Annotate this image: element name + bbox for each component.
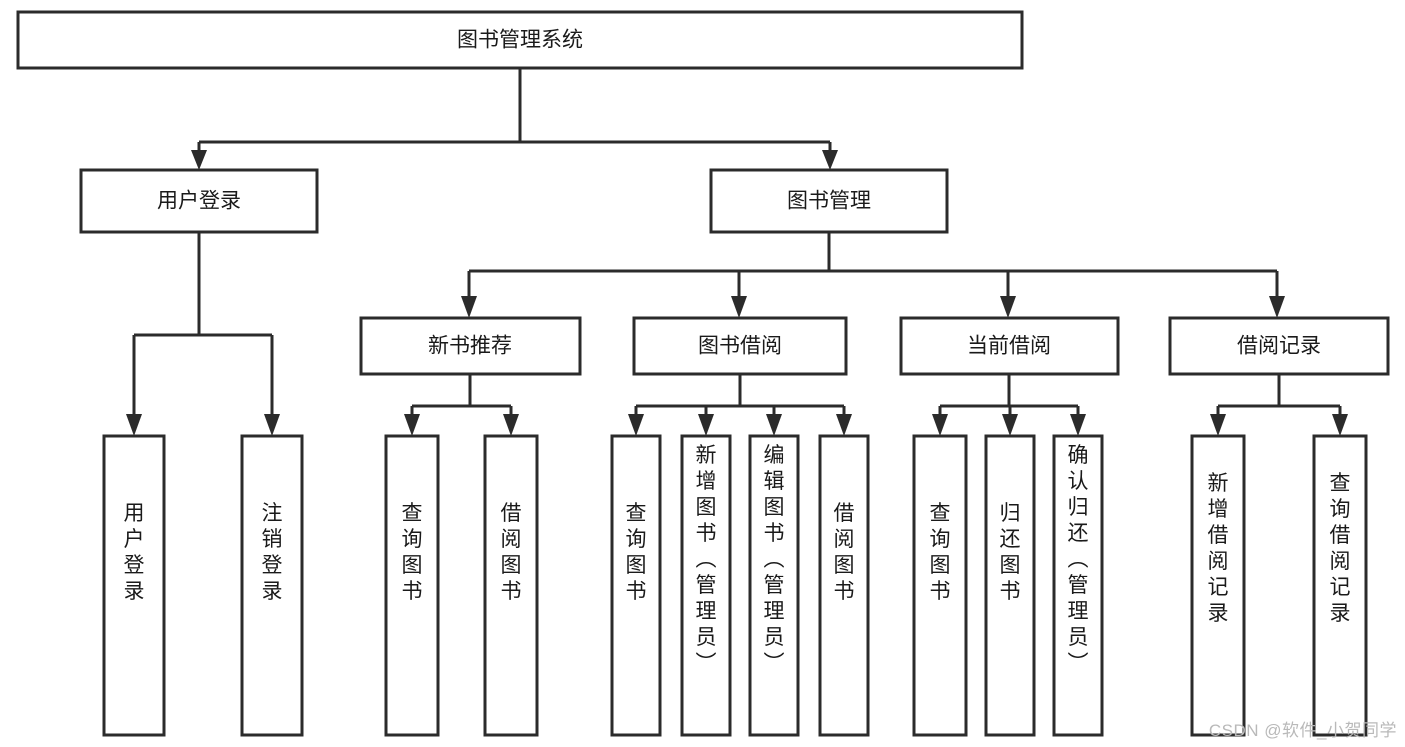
node-leaf-query-book-1-box[interactable] — [384, 434, 440, 737]
arrow-head-book-borrow — [731, 296, 747, 318]
arrow-head-leaf-borrow-book-2 — [836, 414, 852, 436]
node-leaf-borrow-book-2-label: 借阅图书 — [834, 502, 855, 603]
arrow-head-leaf-query-book-3 — [932, 414, 948, 436]
node-leaf-borrow-book-1-label: 借阅图书 — [501, 502, 522, 603]
node-root[interactable]: 图书管理系统 — [16, 10, 1024, 70]
node-root-label: 图书管理系统 — [457, 29, 583, 52]
node-book-borrow-box[interactable] — [632, 316, 848, 376]
node-leaf-add-book-label: 新增图书︵管理员︶ — [696, 444, 717, 675]
node-borrow-record-label: 借阅记录 — [1237, 335, 1321, 358]
node-leaf-return-book[interactable]: 归还图书 — [984, 434, 1036, 737]
node-user-login[interactable]: 用户登录 — [79, 168, 319, 234]
node-borrow-record[interactable]: 借阅记录 — [1168, 316, 1390, 376]
node-leaf-add-book[interactable]: 新增图书︵管理员︶ — [680, 434, 732, 737]
node-leaf-user-logout[interactable]: 注销登录 — [240, 434, 304, 737]
arrow-head-leaf-add-record — [1210, 414, 1226, 436]
node-leaf-user-logout-box[interactable] — [240, 434, 304, 737]
node-leaf-borrow-book-2[interactable]: 借阅图书 — [818, 434, 870, 737]
node-leaf-query-record-box[interactable] — [1312, 434, 1368, 737]
node-leaf-query-book-2-box[interactable] — [610, 434, 662, 737]
node-leaf-borrow-book-1[interactable]: 借阅图书 — [483, 434, 539, 737]
arrow-head-leaf-query-book-2 — [628, 414, 644, 436]
node-leaf-query-book-2[interactable]: 查询图书 — [610, 434, 662, 737]
arrow-head-leaf-add-book — [698, 414, 714, 436]
node-leaf-borrow-book-2-box[interactable] — [818, 434, 870, 737]
node-leaf-user-login-label: 用户登录 — [124, 502, 145, 603]
node-leaf-query-book-3[interactable]: 查询图书 — [912, 434, 968, 737]
node-book-manage-box[interactable] — [709, 168, 949, 234]
connector-layer — [126, 68, 1348, 436]
arrow-head-leaf-return-book — [1002, 414, 1018, 436]
arrow-head-leaf-confirm-return — [1070, 414, 1086, 436]
node-leaf-add-record[interactable]: 新增借阅记录 — [1190, 434, 1246, 737]
node-leaf-confirm-return-box[interactable] — [1052, 434, 1104, 737]
node-root-box[interactable] — [16, 10, 1024, 70]
arrow-head-leaf-edit-book — [766, 414, 782, 436]
node-book-manage-label: 图书管理 — [787, 190, 871, 213]
arrow-head-leaf-query-record — [1332, 414, 1348, 436]
arrow-head-user-login — [191, 150, 207, 170]
node-user-login-box[interactable] — [79, 168, 319, 234]
node-book-borrow-label: 图书借阅 — [698, 335, 782, 358]
node-borrow-record-box[interactable] — [1168, 316, 1390, 376]
node-leaf-borrow-book-1-box[interactable] — [483, 434, 539, 737]
node-leaf-query-book-1[interactable]: 查询图书 — [384, 434, 440, 737]
node-current-borrow-label: 当前借阅 — [967, 335, 1051, 358]
node-leaf-confirm-return-label: 确认归还︵管理员︶ — [1068, 444, 1089, 675]
node-leaf-edit-book[interactable]: 编辑图书︵管理员︶ — [748, 434, 800, 737]
arrow-head-book-manage — [822, 150, 838, 170]
node-leaf-user-login[interactable]: 用户登录 — [102, 434, 166, 737]
leaf-nodes-layer: 用户登录 注销登录 查询图书 借阅图书 查询图书 新增图书︵管理员︶ — [102, 434, 1368, 737]
arrow-head-borrow-record — [1269, 296, 1285, 318]
node-book-borrow[interactable]: 图书借阅 — [632, 316, 848, 376]
node-leaf-add-record-label: 新增借阅记录 — [1208, 472, 1229, 625]
arrow-head-leaf-borrow-book-1 — [503, 414, 519, 436]
node-leaf-query-record[interactable]: 查询借阅记录 — [1312, 434, 1368, 737]
node-leaf-return-book-box[interactable] — [984, 434, 1036, 737]
node-book-manage[interactable]: 图书管理 — [709, 168, 949, 234]
node-new-book-rec-label: 新书推荐 — [428, 335, 512, 358]
node-leaf-query-record-label: 查询借阅记录 — [1330, 472, 1351, 625]
node-leaf-confirm-return[interactable]: 确认归还︵管理员︶ — [1052, 434, 1104, 737]
node-leaf-add-book-box[interactable] — [680, 434, 732, 737]
node-leaf-user-logout-label: 注销登录 — [262, 502, 283, 603]
node-leaf-query-book-3-label: 查询图书 — [930, 502, 951, 603]
node-leaf-add-record-box[interactable] — [1190, 434, 1246, 737]
node-leaf-query-book-2-label: 查询图书 — [626, 502, 647, 603]
node-leaf-user-login-box[interactable] — [102, 434, 166, 737]
arrow-head-leaf-query-book-1 — [404, 414, 420, 436]
node-leaf-query-book-1-label: 查询图书 — [402, 502, 423, 603]
arrow-head-leaf-user-logout — [264, 414, 280, 436]
arrow-head-new-book-rec — [461, 296, 477, 318]
node-leaf-edit-book-label: 编辑图书︵管理员︶ — [764, 444, 785, 675]
node-user-login-label: 用户登录 — [157, 190, 241, 213]
arrow-head-current-borrow — [1000, 296, 1016, 318]
node-leaf-query-book-3-box[interactable] — [912, 434, 968, 737]
node-leaf-return-book-label: 归还图书 — [1000, 502, 1021, 603]
node-new-book-rec-box[interactable] — [359, 316, 582, 376]
node-current-borrow[interactable]: 当前借阅 — [899, 316, 1120, 376]
node-leaf-edit-book-box[interactable] — [748, 434, 800, 737]
node-current-borrow-box[interactable] — [899, 316, 1120, 376]
node-new-book-rec[interactable]: 新书推荐 — [359, 316, 582, 376]
arrow-head-leaf-user-login — [126, 414, 142, 436]
